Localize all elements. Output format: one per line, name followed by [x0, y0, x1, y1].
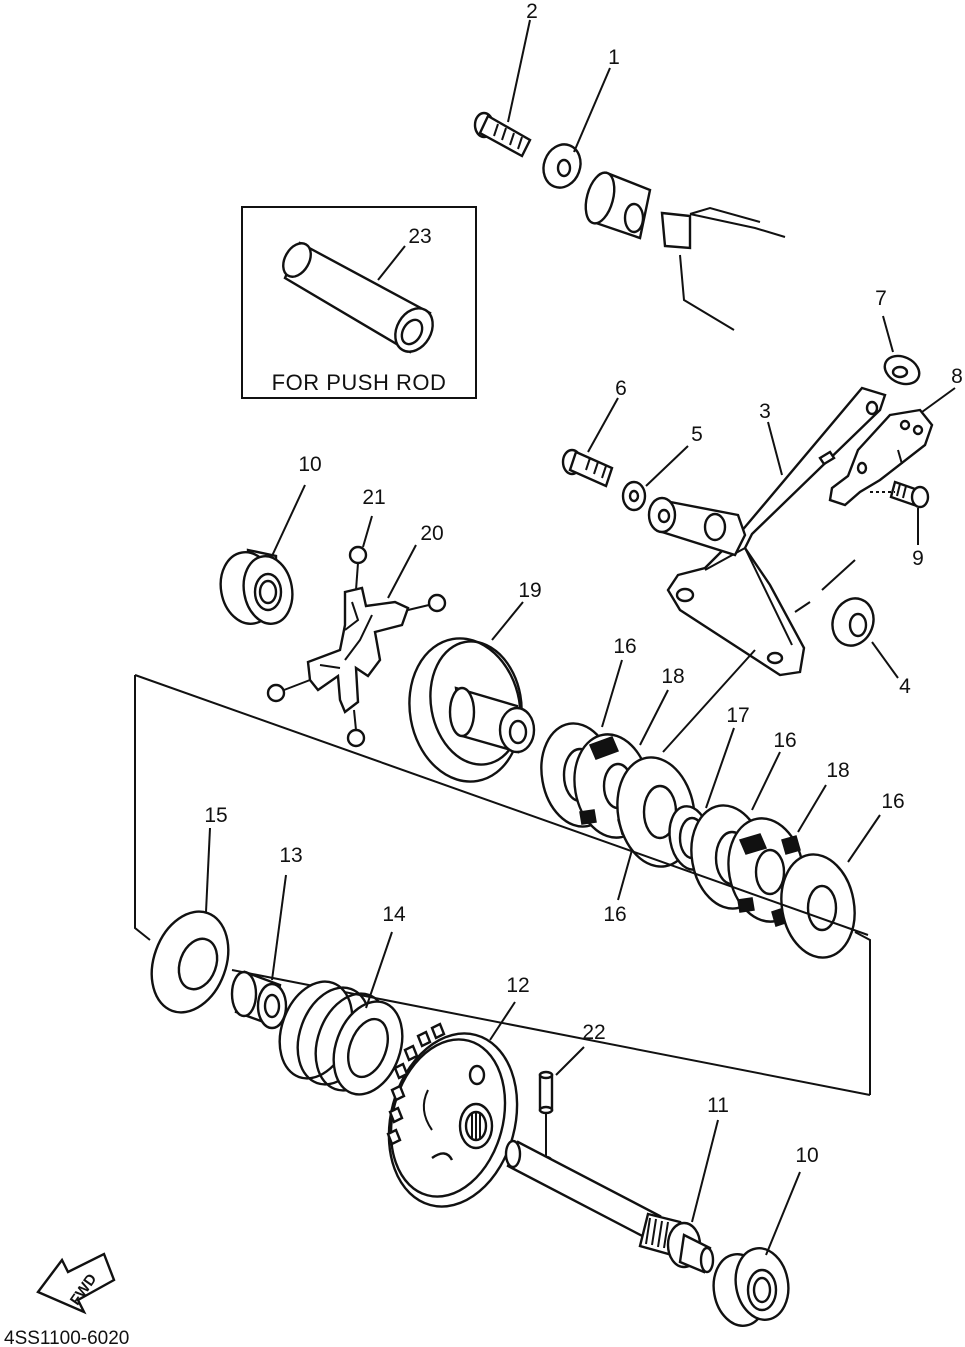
label-10-upper: 10 [298, 453, 321, 476]
label-20: 20 [420, 522, 443, 545]
label-7: 7 [875, 287, 887, 310]
part-11-shaft [504, 1139, 715, 1274]
label-2: 2 [526, 0, 538, 23]
lever-pivot-boss [647, 496, 747, 557]
part-9-screw [889, 480, 930, 509]
label-9: 9 [912, 547, 924, 570]
part-15-seal [150, 910, 230, 1014]
label-16-b: 16 [603, 903, 626, 926]
label-23: 23 [408, 225, 431, 248]
label-10-lower: 10 [795, 1144, 818, 1167]
push-rod-inset: 23 FOR PUSH ROD [241, 206, 477, 399]
label-11: 11 [707, 1094, 729, 1117]
label-16-c: 16 [773, 729, 796, 752]
part-14-spring [278, 980, 404, 1096]
part-10-bearing-lower [712, 1247, 790, 1327]
part-10-bearing-upper [219, 548, 294, 625]
label-17: 17 [726, 704, 749, 727]
part-3-lever-arm [666, 386, 887, 677]
label-22: 22 [582, 1021, 605, 1044]
part-16-friction-plate-d [780, 853, 856, 959]
label-19: 19 [518, 579, 541, 602]
part-12-hub-gear [386, 1022, 519, 1208]
label-18-b: 18 [826, 759, 849, 782]
label-5: 5 [691, 423, 703, 446]
label-8: 8 [951, 365, 963, 388]
part-22-pin [538, 1070, 554, 1165]
label-6: 6 [615, 377, 627, 400]
part-5-washer [621, 480, 647, 512]
label-3: 3 [759, 400, 771, 423]
part-4-bushing [831, 597, 875, 647]
part-1-washer [542, 143, 582, 189]
label-16-d: 16 [881, 790, 904, 813]
label-15: 15 [204, 804, 227, 827]
drawing-code: 4SS1100-6020 [4, 1328, 129, 1347]
label-21: 21 [362, 486, 385, 509]
push-rod-assembly [584, 171, 786, 331]
label-4: 4 [899, 675, 911, 698]
part-6-bolt [561, 448, 614, 488]
part-8-bracket [828, 408, 934, 507]
part-21-balls [266, 545, 447, 748]
label-13: 13 [279, 844, 302, 867]
part-7-washer [883, 354, 921, 386]
fwd-arrow-icon: FWD [36, 1252, 116, 1315]
part-19-pressure-plate [408, 637, 536, 783]
part-2-bolt [473, 111, 532, 158]
part-20-cam-star [306, 586, 410, 714]
inset-caption: FOR PUSH ROD [272, 370, 447, 395]
label-12: 12 [506, 974, 529, 997]
label-14: 14 [382, 903, 406, 926]
label-16-a: 16 [613, 635, 636, 658]
part-18-clutch-plate-b [727, 817, 805, 927]
part-13-collar [230, 970, 288, 1030]
label-1: 1 [608, 46, 620, 69]
label-18-a: 18 [661, 665, 684, 688]
part-23-push-rod-collar [282, 241, 434, 354]
